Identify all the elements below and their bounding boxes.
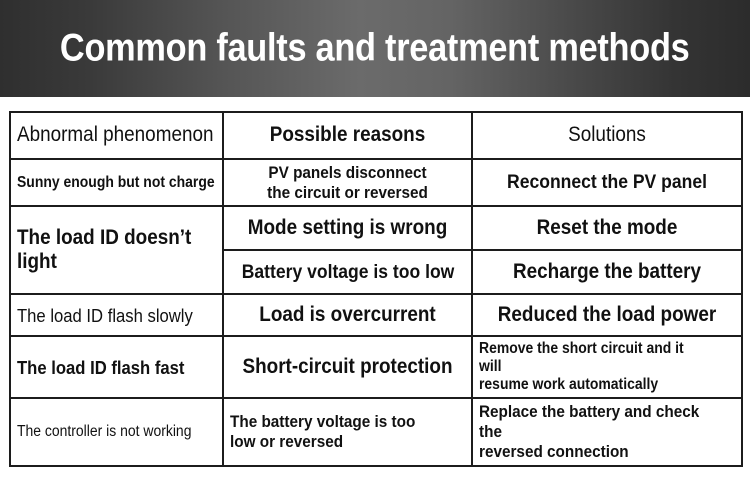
header-cell-phenomenon: Abnormal phenomenon: [9, 111, 224, 160]
table-row: The load ID flash slowly Load is overcur…: [9, 293, 743, 338]
cell-solution-3: Recharge the battery: [471, 249, 743, 296]
cell-solution-1: Reconnect the PV panel: [471, 157, 743, 208]
cell-phenomenon-2: The load ID doesn’t light: [9, 205, 224, 296]
page-banner: Common faults and treatment methods: [0, 0, 750, 97]
page-title-text: Common faults and treatment methods: [60, 26, 690, 70]
cell-phenomenon-5: The load ID flash fast: [9, 335, 224, 400]
table-row: Sunny enough but not charge PV panels di…: [9, 157, 743, 208]
table-row: The controller is not working The batter…: [9, 397, 743, 467]
cell-reason-4: Load is overcurrent: [222, 293, 473, 338]
reason-text-5: Short-circuit protection: [242, 355, 453, 379]
reason-text-6-line1: The battery voltage is too: [230, 412, 416, 432]
cell-reason-3: Battery voltage is too low: [222, 249, 473, 296]
cell-solution-5: Remove the short circuit and it will res…: [471, 335, 743, 400]
header-label-reasons: Possible reasons: [269, 123, 426, 147]
cell-phenomenon-6: The controller is not working: [9, 397, 224, 467]
table-row: Battery voltage is too low Recharge the …: [10, 249, 743, 296]
solution-text-6-line2: reversed connection: [479, 441, 629, 461]
reason-text-1-line2: the circuit or reversed: [267, 182, 428, 202]
cell-phenomenon-4: The load ID flash slowly: [9, 293, 224, 338]
phenomenon-text-4: The load ID flash slowly: [17, 304, 193, 326]
solution-text-2: Reset the mode: [536, 216, 678, 240]
cell-reason-1: PV panels disconnect the circuit or reve…: [222, 157, 473, 208]
cell-phenomenon-1: Sunny enough but not charge: [9, 157, 224, 208]
reason-text-2: Mode setting is wrong: [247, 216, 448, 240]
solution-text-5-line2: resume work automatically: [479, 376, 659, 394]
cell-reason-6: The battery voltage is too low or revers…: [222, 397, 473, 467]
faults-table: Abnormal phenomenon Possible reasons Sol…: [9, 111, 743, 467]
solution-text-5-line1: Remove the short circuit and it will: [479, 340, 684, 376]
solution-text-1: Reconnect the PV panel: [507, 171, 707, 194]
cell-solution-2: Reset the mode: [471, 205, 743, 252]
reason-text-3: Battery voltage is too low: [241, 261, 455, 284]
phenomenon-text-1: Sunny enough but not charge: [17, 173, 215, 191]
header-cell-solutions: Solutions: [471, 111, 743, 160]
solution-text-3: Recharge the battery: [512, 260, 702, 284]
cell-reason-5: Short-circuit protection: [222, 335, 473, 400]
phenomenon-text-6: The controller is not working: [17, 422, 192, 440]
header-label-phenomenon: Abnormal phenomenon: [17, 123, 214, 147]
solution-text-6-line1: Replace the battery and check the: [479, 402, 700, 442]
table-row: The load ID doesn’t light Mode setting i…: [9, 205, 743, 296]
header-label-solutions: Solutions: [568, 123, 646, 147]
phenomenon-text-2: The load ID doesn’t light: [17, 226, 192, 274]
reason-text-4: Load is overcurrent: [259, 303, 436, 327]
table-header-row: Abnormal phenomenon Possible reasons Sol…: [9, 111, 743, 160]
cell-solution-6: Replace the battery and check the revers…: [471, 397, 743, 467]
header-cell-reasons: Possible reasons: [222, 111, 473, 160]
page-title: Common faults and treatment methods: [0, 26, 750, 70]
reason-text-6-line2: low or reversed: [230, 431, 344, 451]
cell-reason-2: Mode setting is wrong: [222, 205, 473, 252]
cell-solution-4: Reduced the load power: [471, 293, 743, 338]
phenomenon-text-5: The load ID flash fast: [17, 356, 185, 378]
table-row: The load ID flash fast Short-circuit pro…: [9, 335, 743, 400]
reason-text-1-line1: PV panels disconnect: [268, 163, 427, 182]
solution-text-4: Reduced the load power: [497, 303, 717, 327]
